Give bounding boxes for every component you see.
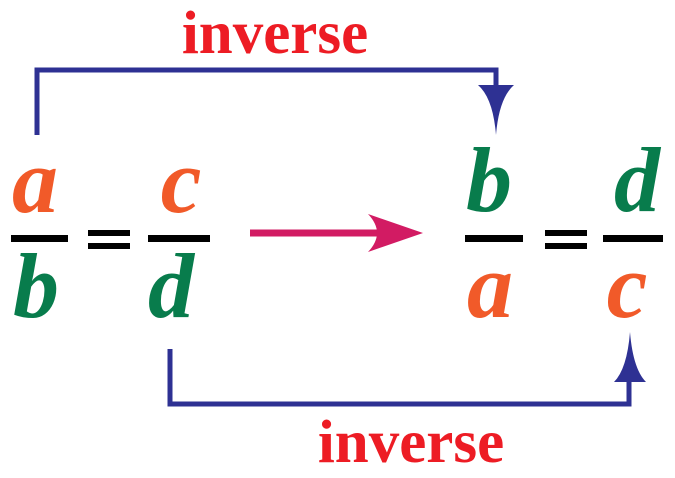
- right-equation: b a d c: [465, 129, 663, 337]
- top-inverse-connector: [34, 67, 514, 135]
- left-fraction-bar-1: [11, 235, 68, 242]
- left-equals-bottom-bar: [88, 243, 130, 249]
- left-numerator-2: c: [161, 130, 202, 232]
- right-equals-sign: [545, 230, 587, 249]
- left-denominator-2: d: [148, 235, 196, 337]
- top-inverse-label: inverse: [182, 0, 368, 67]
- bottom-elbow-line: [167, 349, 632, 407]
- right-fraction-bar-1: [465, 235, 523, 242]
- up-arrowhead-icon: [614, 332, 646, 382]
- left-numerator-1: a: [12, 130, 58, 232]
- left-equals-sign: [88, 230, 130, 249]
- left-denominator-1: b: [13, 235, 59, 337]
- left-equals-top-bar: [88, 230, 130, 236]
- right-equals-bottom-bar: [545, 243, 587, 249]
- left-fraction-bar-2: [148, 235, 210, 242]
- right-fraction-bar-2: [603, 235, 663, 242]
- bottom-inverse-label: inverse: [318, 409, 504, 476]
- left-equation: a b c d: [11, 130, 210, 337]
- down-arrowhead-icon: [478, 85, 514, 135]
- right-numerator-2: d: [614, 129, 662, 231]
- right-equals-top-bar: [545, 230, 587, 236]
- bottom-inverse-connector: [167, 332, 646, 407]
- right-numerator-1: b: [466, 129, 512, 231]
- right-denominator-2: c: [607, 235, 648, 337]
- right-arrowhead-icon: [368, 214, 423, 252]
- right-denominator-1: a: [467, 235, 513, 337]
- top-elbow-line: [34, 67, 499, 135]
- middle-transform-arrow: [250, 214, 423, 252]
